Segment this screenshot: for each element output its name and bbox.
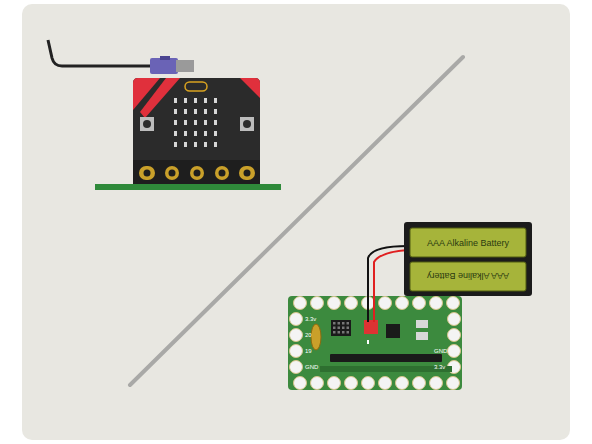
pin-label: GND bbox=[305, 364, 318, 370]
background-panel bbox=[22, 4, 570, 440]
pin-label: 19 bbox=[305, 348, 312, 354]
battery-label: AAA Alkaline Battery bbox=[427, 272, 509, 282]
battery-cell: AAA Alkaline Battery bbox=[410, 228, 526, 257]
battery-cell: AAA Alkaline Battery bbox=[410, 262, 526, 291]
pin-label: 20 bbox=[305, 332, 312, 338]
pin-label: 3.3v bbox=[434, 364, 445, 370]
battery-pack bbox=[368, 222, 532, 322]
battery-label: AAA Alkaline Battery bbox=[427, 238, 509, 248]
pin-label: GND bbox=[434, 348, 447, 354]
microbit-illustration bbox=[48, 40, 281, 190]
pin-label: 3.3v bbox=[305, 316, 316, 322]
